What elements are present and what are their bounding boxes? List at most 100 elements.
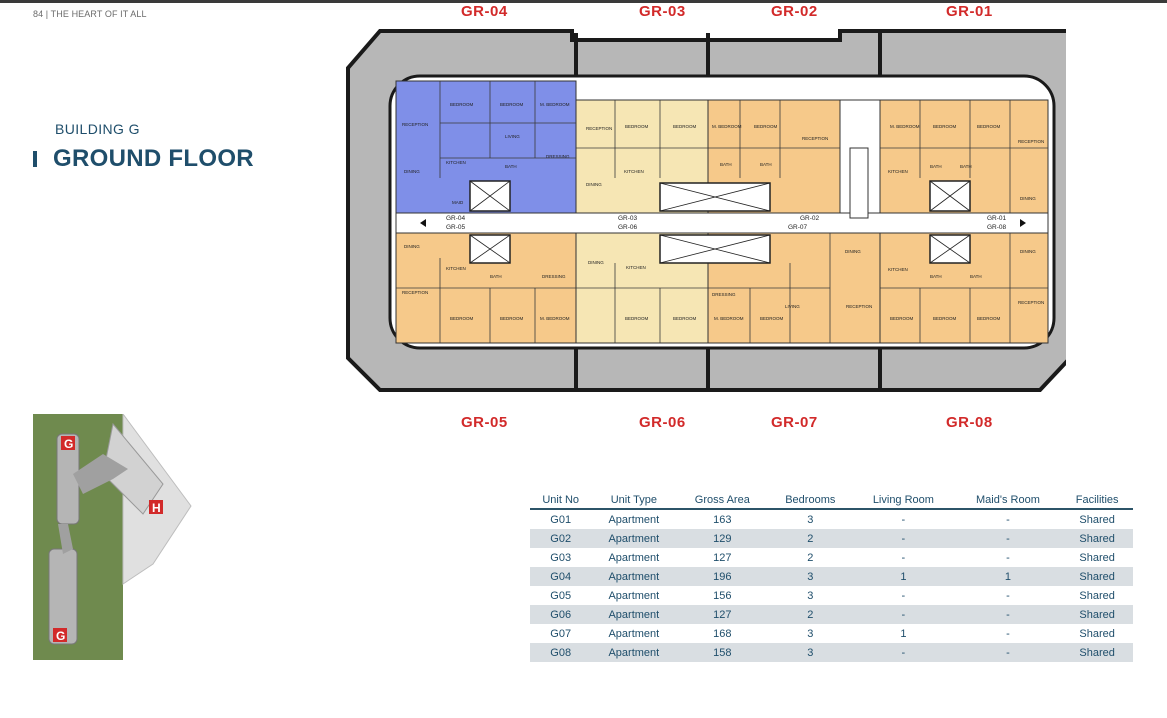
col-maids-room: Maid's Room (954, 492, 1062, 510)
cell: 1 (954, 567, 1062, 586)
site-marker-g-bottom (53, 628, 67, 642)
room-label: RECEPTION (1018, 139, 1044, 144)
site-marker-g-top (61, 436, 75, 450)
site-walkway (73, 454, 128, 494)
cell: - (901, 589, 906, 602)
cell: 127 (676, 605, 769, 624)
cell: 163 (713, 513, 732, 526)
cell: G02 (530, 529, 592, 548)
building-subtitle: BUILDING G (55, 121, 140, 137)
room-label: DINING (845, 249, 861, 254)
col-bedrooms: Bedrooms (768, 492, 853, 510)
cell: - (852, 643, 955, 662)
room-label: BATH (930, 274, 942, 279)
corridor-tag: GR-04 (446, 215, 466, 222)
cell: - (954, 529, 1062, 548)
room-label: DRESSING (546, 154, 570, 159)
cell: 2 (768, 605, 853, 624)
room-label: BEDROOM (933, 124, 957, 129)
lift-shaft-cross (929, 234, 971, 264)
room-label: BATH (960, 164, 972, 169)
cell: Shared (1079, 589, 1115, 602)
room-label: KITCHEN (888, 169, 908, 174)
site-label-h: H (152, 501, 161, 515)
cell: Shared (1061, 643, 1133, 662)
cell: Apartment (591, 643, 677, 662)
corridor-tag: GR-01 (987, 215, 1007, 222)
room-label: BEDROOM (500, 102, 524, 107)
room-label: BEDROOM (890, 316, 914, 321)
cell: Apartment (591, 567, 677, 586)
stair-core-inner (849, 147, 869, 219)
unit-label-gr07: GR-07 (771, 414, 818, 431)
room-label: DRESSING (542, 274, 566, 279)
cell: - (1006, 589, 1010, 602)
corridor (395, 212, 1049, 234)
room-label: KITCHEN (626, 265, 646, 270)
cell: 3 (807, 513, 814, 526)
cell: - (852, 529, 955, 548)
corridor-tag: GR-06 (618, 224, 638, 231)
lift-shaft-cross (469, 234, 511, 264)
room-label: BATH (490, 274, 502, 279)
cell: Apartment (591, 605, 677, 624)
cell: - (901, 551, 906, 564)
corridor-tag: GR-07 (788, 224, 808, 231)
room-label: RECEPTION (586, 126, 612, 131)
site-walkway (58, 524, 73, 554)
cell: - (901, 513, 906, 526)
col-facilities: Facilities (1061, 492, 1133, 510)
cell: Shared (1061, 605, 1133, 624)
room-label: BEDROOM (673, 316, 697, 321)
cell: Apartment (608, 551, 660, 564)
unit-label-gr04: GR-04 (461, 3, 508, 20)
cell: 127 (713, 551, 732, 564)
cell: 2 (768, 529, 853, 548)
room-label: BEDROOM (450, 316, 474, 321)
room-label: BATH (760, 162, 772, 167)
room-label: LIVING (785, 304, 800, 309)
cell: - (1006, 551, 1010, 564)
floor-title: GROUND FLOOR (33, 145, 254, 173)
cell: Shared (1061, 567, 1133, 586)
table-header-row: Unit No Unit Type Gross Area Bedrooms Li… (530, 492, 1133, 510)
room-label: BEDROOM (977, 124, 1001, 129)
cell: 158 (676, 643, 769, 662)
room-label: BATH (970, 274, 982, 279)
cell: Apartment (608, 589, 660, 602)
room-label: BEDROOM (933, 316, 957, 321)
cell: G05 (550, 589, 572, 602)
room-label: KITCHEN (446, 160, 466, 165)
cell: Shared (1079, 551, 1115, 564)
cell: Shared (1079, 627, 1115, 640)
cell: G07 (550, 627, 572, 640)
cell: G08 (530, 643, 592, 662)
cell: 2 (807, 551, 814, 564)
corridor-arrow-icon (420, 219, 426, 227)
room-label: BATH (505, 164, 517, 169)
room-label: RECEPTION (402, 290, 428, 295)
cell: Shared (1079, 513, 1115, 526)
room-label: KITCHEN (888, 267, 908, 272)
site-label-g-top: G (64, 437, 73, 451)
unit-schedule-table: Unit No Unit Type Gross Area Bedrooms Li… (530, 492, 1133, 662)
room-label: DINING (588, 260, 604, 265)
unit-label-gr01: GR-01 (946, 3, 993, 20)
cell: G04 (530, 567, 592, 586)
room-label: RECEPTION (402, 122, 428, 127)
room-label: RECEPTION (1018, 300, 1044, 305)
top-rule (0, 0, 1167, 3)
col-unit-type: Unit Type (591, 492, 677, 510)
unit-label-gr03: GR-03 (639, 3, 686, 20)
room-label: M. BEDROOM (714, 316, 744, 321)
room-label: DRESSING (712, 292, 736, 297)
unit-label-gr06: GR-06 (639, 414, 686, 431)
corridor-arrow-icon (1020, 219, 1026, 227)
room-label: DINING (1020, 249, 1036, 254)
lift-shaft-cross (469, 180, 511, 212)
room-partitions (396, 81, 1048, 343)
